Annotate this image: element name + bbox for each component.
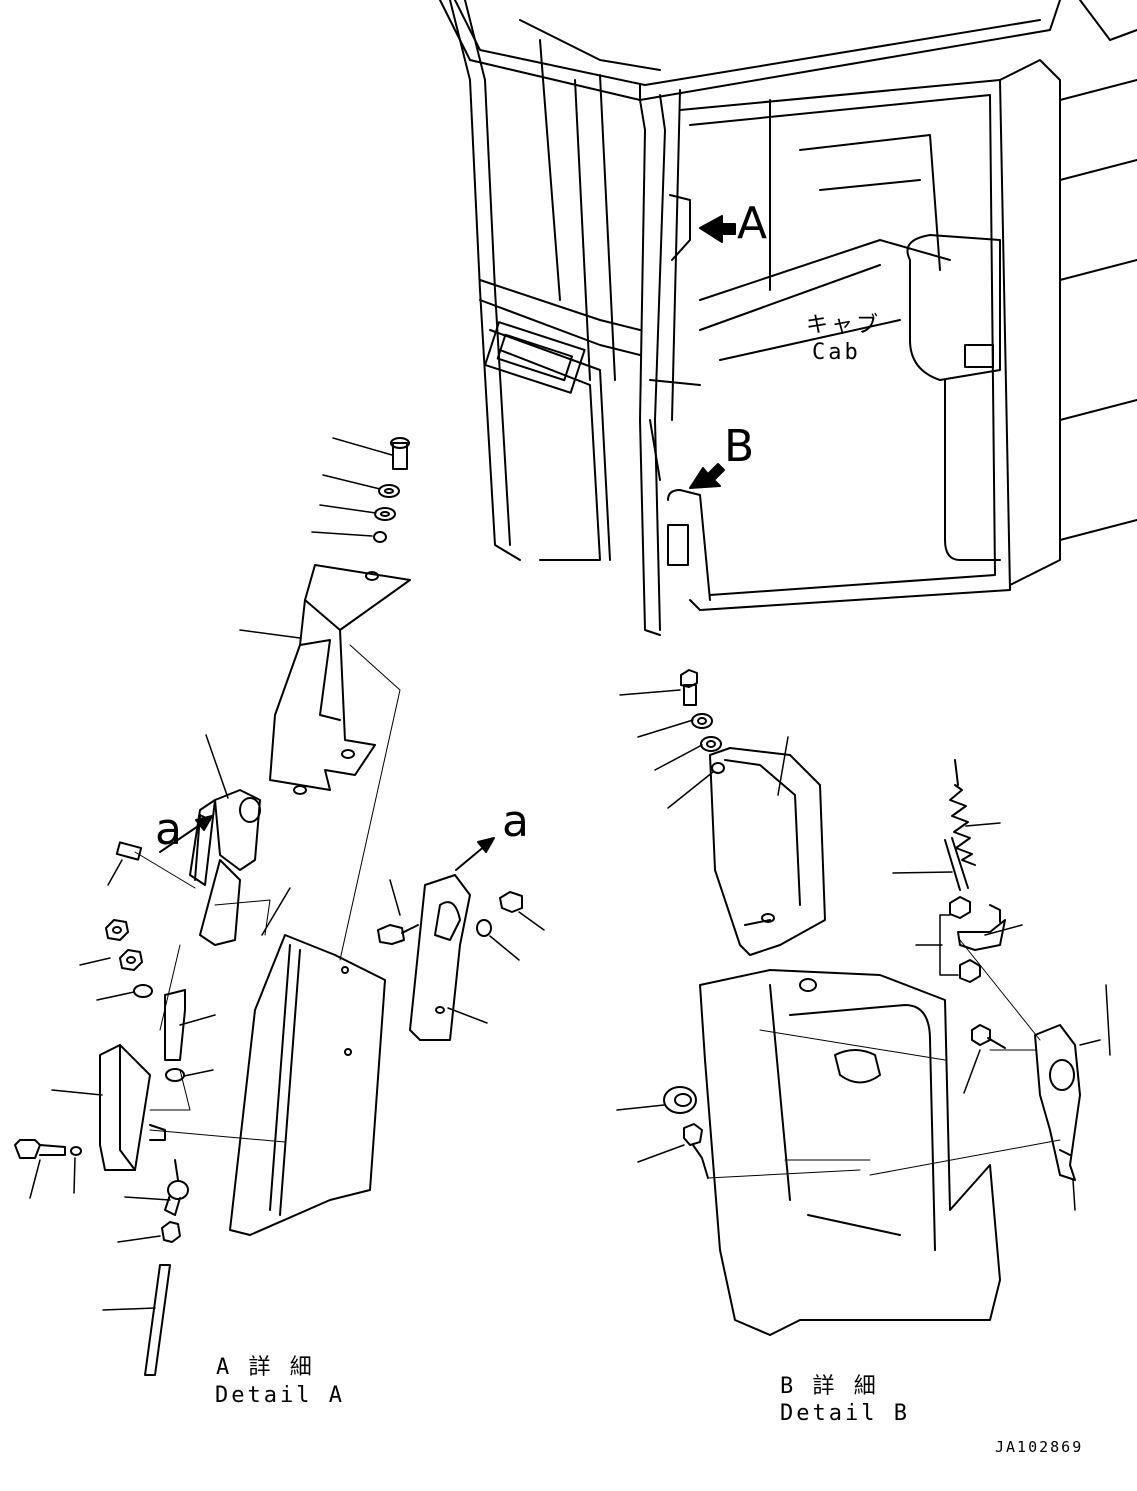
detail-b-leaders: [616, 689, 1111, 1211]
detail-b-title-jp: B 詳 細: [780, 1374, 879, 1399]
arrow-a-label-left: a: [155, 804, 182, 855]
a-arrows: [159, 815, 495, 871]
detail-a-parts: [14, 437, 523, 1376]
view-arrows: [689, 215, 736, 489]
cab-label-jp: キャブ: [806, 313, 882, 338]
cab-frame: [439, 0, 1137, 636]
cab-label-en: Cab: [812, 340, 861, 365]
detail-a-title-en: Detail A: [215, 1383, 345, 1408]
detail-b-title-en: Detail B: [780, 1401, 910, 1426]
detail-a-title-jp: A 詳 細: [216, 1355, 315, 1380]
detail-a-leaders: [29, 437, 545, 1311]
detail-b-parts: [663, 669, 1081, 1336]
drawing-code: JA102869: [995, 1438, 1084, 1456]
arrow-a-label-right: a: [502, 796, 529, 847]
view-a-label: A: [737, 198, 768, 249]
view-b-label: B: [724, 421, 755, 472]
